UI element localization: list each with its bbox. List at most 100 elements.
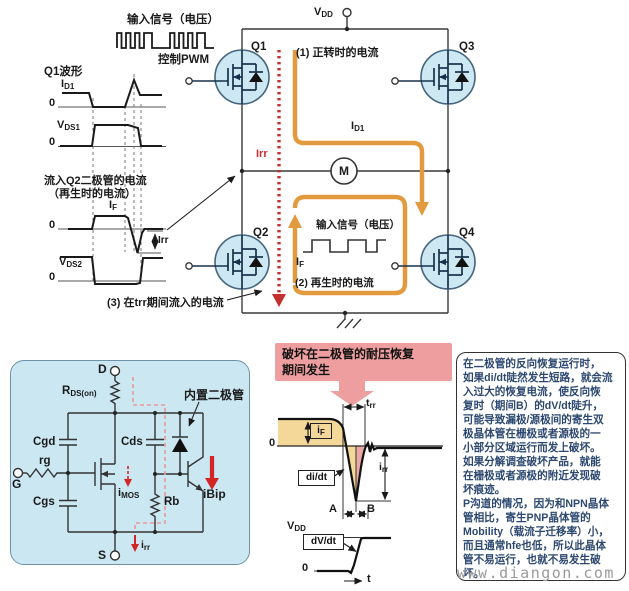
text-line: 入过大的恢复电流，使反向恢 xyxy=(463,386,601,398)
s-terminal-circle xyxy=(109,550,121,561)
input-waveform-traces xyxy=(58,32,263,301)
text-line: P沟道的情况，因为和NPN晶体 xyxy=(463,498,609,510)
regen-current-label: (2) 再生时的电流 xyxy=(295,277,374,289)
pwm-control-label: 控制PWM xyxy=(158,54,210,66)
motor-label: M xyxy=(339,164,349,178)
diode-branch xyxy=(172,413,188,474)
d-terminal-circle xyxy=(109,365,121,377)
irr-arrowhead xyxy=(272,294,286,307)
inner-input-signal-label: 输入信号（电压） xyxy=(316,219,400,231)
q4-designator: Q4 xyxy=(459,227,475,239)
rg-resistor xyxy=(26,467,95,479)
zero-label: 0 xyxy=(49,271,56,283)
ibip-arrowhead xyxy=(205,478,219,490)
rb-resistor xyxy=(149,474,161,532)
cgs-label: Cgs xyxy=(33,496,55,508)
interval-a-label: A xyxy=(329,503,337,515)
didt-boxed-label: di/dt xyxy=(298,470,335,486)
id1-label: ID1 xyxy=(61,78,75,91)
text-line: 在栅极或者源极的附近发现破 xyxy=(463,470,601,482)
forward-current-label: (1) 正转时的电流 xyxy=(296,47,379,59)
recovery-dimensions xyxy=(304,403,389,585)
vdd-terminal xyxy=(342,7,352,18)
vds2-label: VDS2 xyxy=(59,256,82,269)
text-line: 复时（期间B）的dV/dt陡升， xyxy=(463,400,604,412)
input-signal-label: 输入信号（电压） xyxy=(127,14,219,26)
callout-arrow xyxy=(330,380,374,406)
q2-designator: Q2 xyxy=(253,227,269,239)
explanation-text-panel: 在二极管的反向恢复运行时， 如果di/dt陡然发生短路，就会流 入过大的恢复电流… xyxy=(456,352,626,581)
id1-trace xyxy=(62,77,162,108)
text-line: 管不易运行，也就不易发生破 xyxy=(463,554,601,566)
bjt-collector xyxy=(187,413,204,468)
vdd-label: VDD xyxy=(314,6,333,19)
drain-voltage-trace xyxy=(317,536,391,575)
text-line: 在二极管的反向恢复运行时， xyxy=(463,358,601,370)
node-dots xyxy=(239,26,451,316)
text-line: Mobility（载流子迁移率）小， xyxy=(463,526,609,538)
dvdt-boxed-label: dV/dt xyxy=(303,534,344,550)
text-line: 可能导致漏极/源极间的寄生双 xyxy=(463,414,604,426)
trr-inflow-caption: (3) 在trr期间流入的电流 xyxy=(107,297,224,309)
cds-capacitor xyxy=(146,438,164,446)
irr-annotation-label: Irr xyxy=(158,235,169,246)
irr-dim-label: irr xyxy=(379,461,389,474)
cgs-capacitor xyxy=(59,499,77,507)
text-line: 如果分解调查破坏产品，就能 xyxy=(463,456,601,468)
model-fet-arrow xyxy=(101,470,108,478)
text-line: 小部分区域运行而发上破坏。 xyxy=(463,442,601,454)
vds1-label: VDS1 xyxy=(57,119,80,132)
g-terminal-circle xyxy=(12,467,24,479)
cgd-capacitor xyxy=(59,438,77,446)
motor-circle xyxy=(330,157,358,185)
builtin-diode-leader xyxy=(188,401,200,427)
text-line: 如果di/dt陡然发生短路，就会流 xyxy=(463,372,613,384)
rb-label: Rb xyxy=(164,496,180,508)
source-terminal-label: S xyxy=(98,548,107,562)
zero-label: 0 xyxy=(269,437,276,449)
watermark: www.diangon.com xyxy=(457,564,615,582)
bjt-emitter-arrow xyxy=(195,484,203,491)
forward-current-arrowhead xyxy=(415,202,429,216)
vds1-trace xyxy=(60,124,162,147)
irr-recovery-dashed-path xyxy=(132,377,166,531)
trr-dim-label: trr xyxy=(366,397,376,410)
pwm-pulse-train xyxy=(116,32,214,49)
ibip-label: iBip xyxy=(203,487,226,501)
regen-current-arrowhead xyxy=(288,214,302,228)
trr-caption-leader xyxy=(226,289,263,301)
text-line: 极晶体管在栅极或者源极的一 xyxy=(463,428,601,440)
zero-label: 0 xyxy=(302,562,309,574)
callout-line2: 期间发生 xyxy=(282,363,331,377)
cgd-label: Cgd xyxy=(33,436,56,448)
model-node-dots xyxy=(66,411,182,534)
text-line: 管相比，寄生PNP晶体管的 xyxy=(463,512,591,524)
time-axis-label: t xyxy=(367,573,371,585)
if-inner-label: IF xyxy=(296,256,304,269)
drain-terminal-label: D xyxy=(98,362,107,376)
builtin-diode-symbol xyxy=(172,438,188,452)
text-line: 坏痕迹。 xyxy=(463,484,506,496)
irr-path-label: Irr xyxy=(256,148,268,160)
vdd-wave-label: VDD xyxy=(287,520,306,533)
if-boxed-label: iF xyxy=(310,423,332,439)
if-trace xyxy=(68,215,163,254)
irr-leader-line xyxy=(166,175,236,231)
q3-designator: Q3 xyxy=(459,41,475,53)
rg-label: rg xyxy=(39,455,51,467)
interval-b-label: B xyxy=(367,503,375,515)
recovery-current-trace xyxy=(278,417,442,502)
transistor-q2 xyxy=(184,234,270,290)
text-line: 而且通常hfe也低，所以此晶体 xyxy=(463,540,607,552)
dvdt-leader xyxy=(342,542,357,552)
zero-label: 0 xyxy=(49,97,56,109)
q2-diode-current-label: 流入Q2二极管的电流 xyxy=(44,175,147,187)
gate-terminal-label: G xyxy=(12,477,22,491)
model-irr-label: irr xyxy=(141,539,151,552)
text-line: 坏。 xyxy=(463,568,485,580)
id1-path-label: ID1 xyxy=(351,120,365,133)
zero-label: 0 xyxy=(49,136,56,148)
builtin-diode-label: 内置二极管 xyxy=(184,388,245,402)
forward-current-path xyxy=(292,50,425,202)
